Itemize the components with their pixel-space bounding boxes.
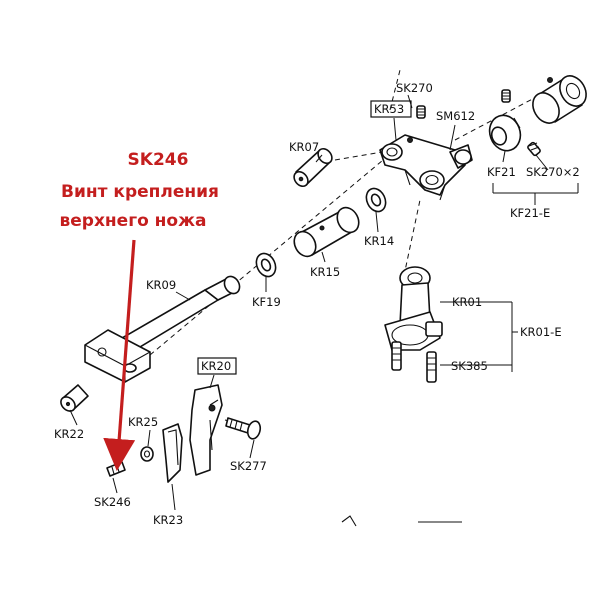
- kr15-bushing-part: [293, 206, 360, 258]
- label-kf21: KF21: [487, 165, 516, 179]
- assembly-axis-kr01: [401, 199, 421, 286]
- sk385-screws-part: [391, 341, 437, 383]
- kr20-holder-part: [189, 384, 223, 476]
- label-sk270-top: SK270: [396, 81, 433, 95]
- label-kf21e: KF21-E: [510, 206, 550, 220]
- kf21-collar-part: [488, 114, 522, 152]
- annotation-line1: Винт крепления: [61, 182, 219, 202]
- label-sk270x2: SK270×2: [526, 165, 580, 179]
- label-kr15: KR15: [310, 265, 340, 279]
- kr25-washer-part: [140, 446, 154, 462]
- label-kr25: KR25: [128, 415, 158, 429]
- assembly-axis-main: [149, 149, 396, 356]
- label-kr22: KR22: [54, 427, 84, 441]
- label-sk277: SK277: [230, 459, 267, 473]
- kr22-pin-part: [60, 384, 89, 412]
- kr14-washer-part: [365, 187, 387, 213]
- annotation-code: SK246: [128, 150, 189, 170]
- kr53-crank-part: [379, 134, 473, 201]
- assembly-axis-top: [389, 69, 401, 111]
- label-kr20-box: [197, 357, 237, 375]
- annotation-arrow: [103, 239, 136, 471]
- bottom-fragment-part: [341, 515, 462, 527]
- label-kr01: KR01: [452, 295, 482, 309]
- kr23-knife-part: [162, 423, 183, 483]
- label-kr20: KR20: [201, 359, 231, 373]
- label-kr23: KR23: [153, 513, 183, 527]
- assembly-axis-kr07: [334, 151, 383, 161]
- kf21-screw-top-part: [501, 89, 511, 103]
- label-kr09: KR09: [146, 278, 176, 292]
- sk277-screw-part: [225, 417, 262, 440]
- label-sk385: SK385: [451, 359, 488, 373]
- label-kr14: KR14: [364, 234, 394, 248]
- top-right-cylinder-part: [532, 75, 587, 124]
- sk270-top-screw-part: [416, 105, 426, 119]
- annotation-line2: верхнего ножа: [60, 211, 207, 231]
- kr07-pin-part: [293, 147, 333, 188]
- label-kr07: KR07: [289, 140, 319, 154]
- sk246-screw-part: [106, 461, 126, 477]
- kf21-screw-side-part: [527, 141, 541, 157]
- label-kr53: KR53: [374, 102, 404, 116]
- kr01-arm-part: [384, 266, 443, 351]
- kf19-washer-part: [255, 252, 277, 278]
- label-sm612: SM612: [436, 109, 475, 123]
- label-kf19: KF19: [252, 295, 281, 309]
- label-sk246: SK246: [94, 495, 131, 509]
- label-kr01e: KR01-E: [520, 325, 562, 339]
- label-kr53-box: [370, 100, 412, 118]
- leader-lines: [69, 94, 579, 511]
